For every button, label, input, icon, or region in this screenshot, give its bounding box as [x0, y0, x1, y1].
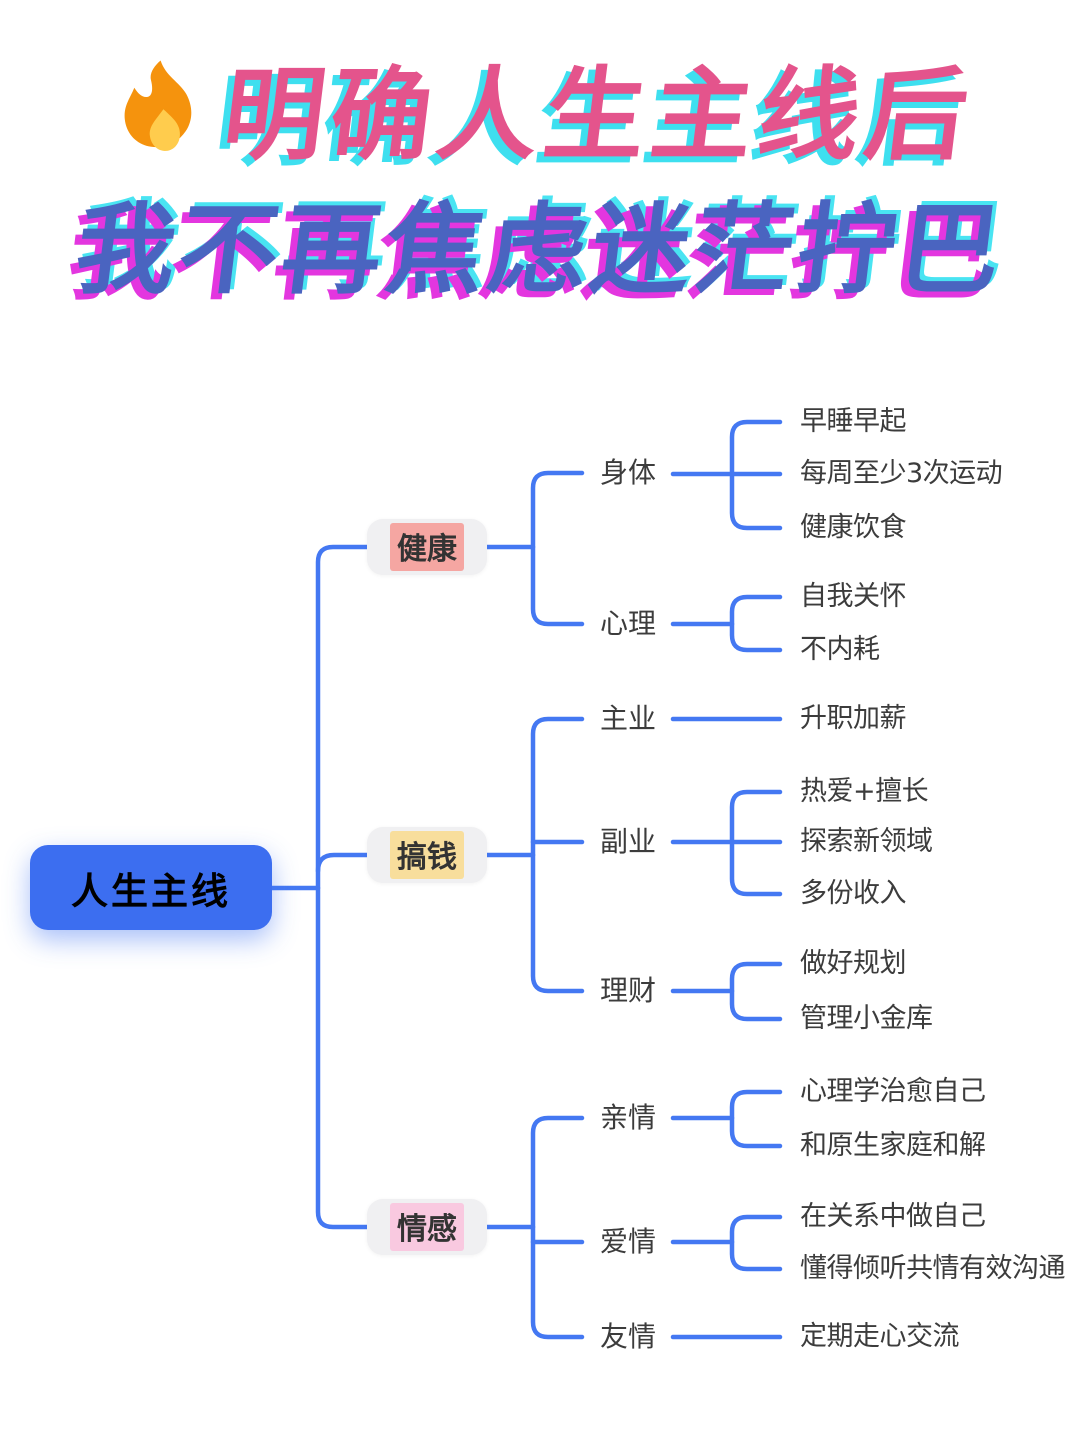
branch-label-emotion: 情感: [390, 1203, 464, 1251]
leaf-item: 懂得倾听共情有效沟通: [800, 1253, 1066, 1284]
leaf-item: 探索新领域: [800, 826, 933, 857]
branch-node-health: 健康: [367, 519, 487, 575]
leaf-item: 多份收入: [800, 878, 907, 909]
sub-label-friends: 友情: [600, 1320, 657, 1353]
root-node-life-mainline: 人生主线: [30, 845, 272, 930]
leaf-item: 定期走心交流: [800, 1321, 960, 1352]
sub-label-body: 身体: [600, 456, 657, 489]
title-block: 明确人生主线后 我不再焦虑迷茫拧巴: [0, 50, 1080, 314]
fire-icon: [125, 60, 192, 151]
sub-label-sidejob: 副业: [600, 825, 657, 858]
sub-label-mainjob: 主业: [600, 702, 657, 735]
sub-label-family: 亲情: [600, 1101, 657, 1134]
sub-label-mind: 心理: [600, 607, 657, 640]
branch-label-money: 搞钱: [390, 831, 464, 879]
leaf-item: 早睡早起: [800, 406, 907, 437]
leaf-item: 和原生家庭和解: [800, 1130, 986, 1161]
leaf-item: 不内耗: [800, 634, 880, 665]
leaf-item: 在关系中做自己: [800, 1201, 986, 1232]
leaf-item: 管理小金库: [800, 1003, 933, 1034]
branch-node-money: 搞钱: [367, 827, 487, 883]
branch-label-health: 健康: [390, 523, 464, 571]
sub-label-love: 爱情: [600, 1225, 657, 1258]
leaf-item: 心理学治愈自己: [800, 1076, 986, 1107]
leaf-item: 健康饮食: [800, 512, 907, 543]
title-line-1: 明确人生主线后: [0, 50, 1080, 180]
leaf-item: 每周至少3次运动: [800, 458, 1003, 489]
leaf-item: 做好规划: [800, 948, 907, 979]
leaf-item: 热爱+擅长: [800, 776, 929, 807]
sub-label-finance: 理财: [600, 974, 657, 1007]
leaf-item: 升职加薪: [800, 703, 907, 734]
leaf-item: 自我关怀: [800, 581, 907, 612]
branch-node-emotion: 情感: [367, 1199, 487, 1255]
